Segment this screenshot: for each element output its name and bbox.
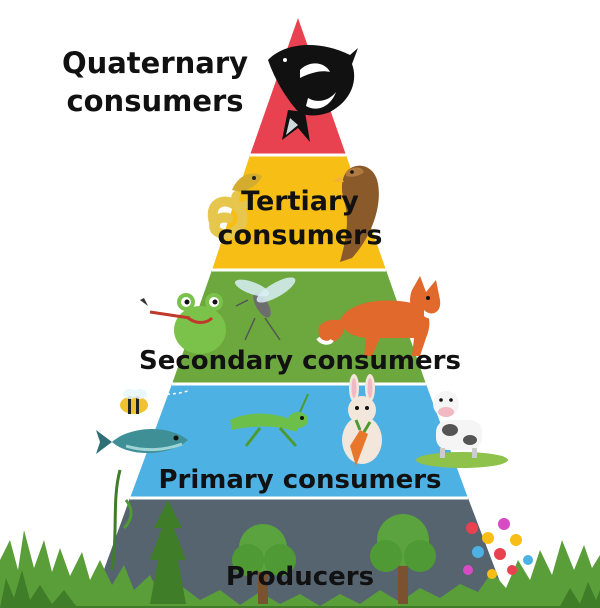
- orca-icon: [268, 44, 358, 142]
- primary-label: Primary consumers: [158, 465, 442, 495]
- secondary-band: [172, 270, 426, 384]
- tertiary-label-line1: Tertiary: [241, 186, 359, 217]
- quaternary-label-line1: Quaternary: [61, 46, 249, 80]
- flower-icon: [463, 518, 533, 579]
- rabbit-icon: [342, 374, 382, 466]
- fox-icon: [316, 276, 444, 356]
- grasshopper-icon: [230, 393, 309, 447]
- mosquito-icon: [234, 277, 296, 341]
- quaternary-label-line2: consumers: [66, 84, 244, 118]
- grass-icon: [0, 469, 600, 608]
- frog-icon: [140, 293, 226, 354]
- eagle-icon: [332, 165, 379, 262]
- producers-label: Producers: [225, 562, 375, 592]
- primary-band: [130, 384, 468, 498]
- fish-icon: [96, 428, 188, 454]
- tertiary-label-line2: consumers: [217, 220, 383, 251]
- bee-icon: [120, 389, 191, 414]
- snake-icon: [207, 173, 262, 240]
- tree-icon: [150, 500, 436, 604]
- quaternary-label: Quaternary consumers: [40, 44, 270, 120]
- tertiary-label: Tertiary consumers: [200, 185, 400, 253]
- secondary-label: Secondary consumers: [139, 346, 461, 376]
- cow-icon: [416, 391, 508, 468]
